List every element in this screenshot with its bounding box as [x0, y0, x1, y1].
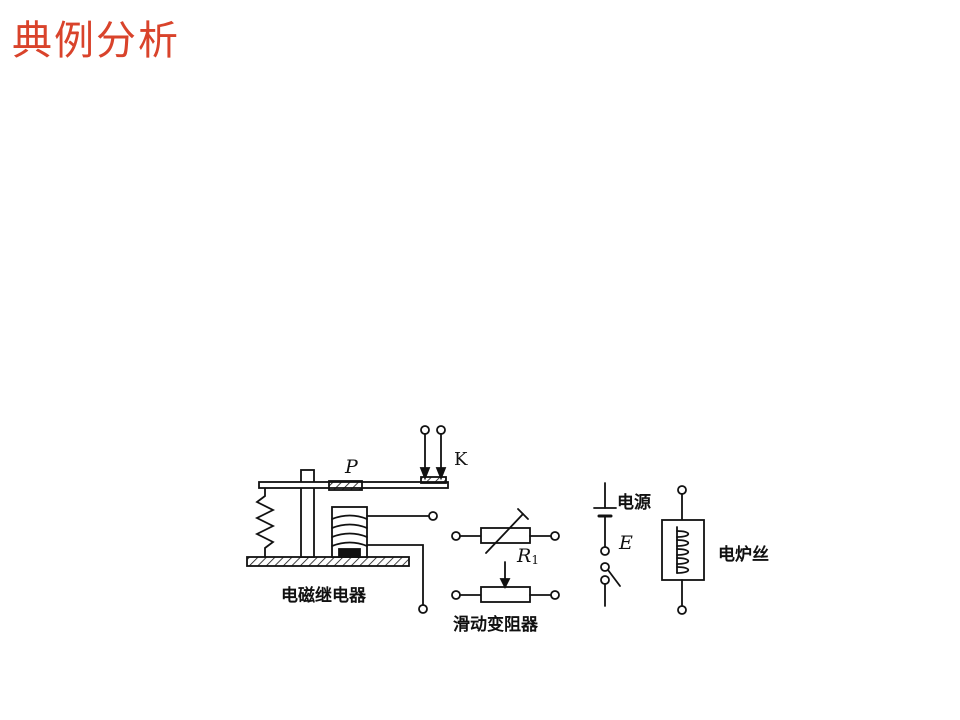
emf-label: E — [618, 532, 633, 554]
relay-pivot-post — [300, 469, 315, 558]
rheostat-label: 滑动变阻器 — [453, 614, 539, 635]
relay — [246, 425, 449, 614]
relay-label: 电磁继电器 — [281, 585, 367, 606]
relay-spring — [254, 487, 276, 558]
resistor-label: R1 — [516, 545, 539, 567]
switch-k — [419, 425, 447, 481]
heater-label: 电炉丝 — [718, 544, 769, 565]
slide-title: 典例分析 — [12, 18, 180, 64]
power-label: 电源 — [617, 492, 651, 513]
relay-coil — [331, 506, 368, 558]
heater-coil — [661, 485, 705, 615]
variable-resistor — [451, 508, 560, 554]
relay-base — [246, 556, 410, 567]
switch-label: K — [454, 449, 468, 470]
slide-rheostat — [451, 561, 560, 603]
relay-armature-p — [328, 480, 363, 491]
relay-contact — [420, 476, 447, 484]
power-source — [593, 482, 621, 607]
armature-label: P — [344, 456, 359, 478]
